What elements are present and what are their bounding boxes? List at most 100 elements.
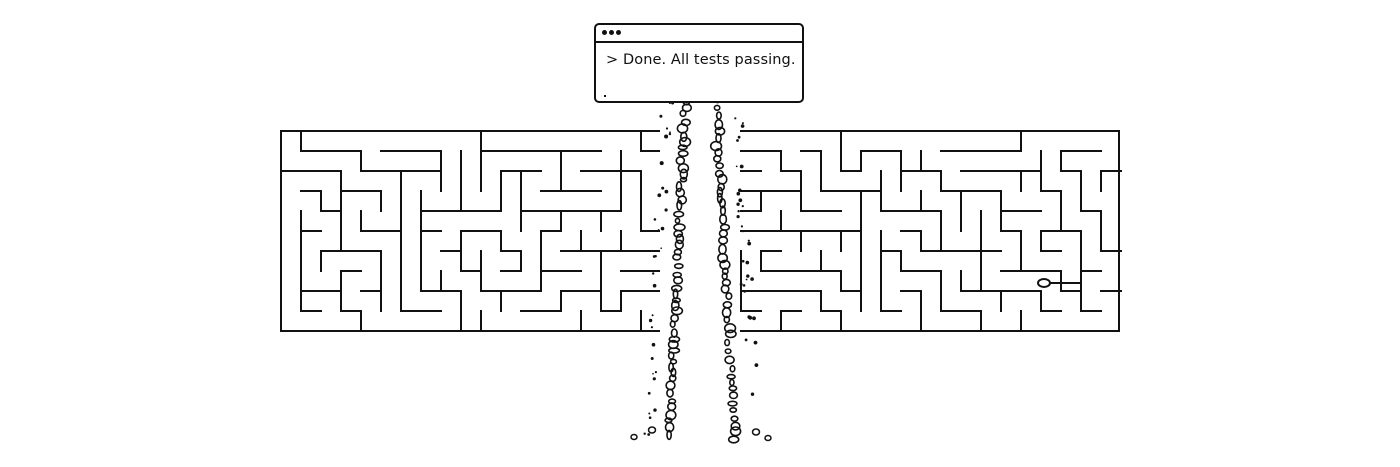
rubble-stone [714,118,724,131]
rubble-stone [675,233,685,245]
debris-fragment [750,277,754,281]
rubble-stone [719,259,731,270]
rubble-stone [670,306,684,316]
window-dots-icon [609,30,614,35]
debris-fragment [746,274,750,278]
rubble-stone [717,182,726,192]
rubble-stone [679,176,688,183]
rubble-pebble [764,434,772,442]
debris-fragment [652,372,654,375]
rubble-stone [726,373,736,380]
rubble-stone [678,136,692,148]
debris-fragment [739,164,744,169]
debris-fragment [664,208,668,212]
rubble-stone [723,323,737,334]
maze-goal-marker [1037,278,1051,288]
debris-fragment [741,205,744,208]
rubble-stone [717,252,729,264]
rubble-stone [716,186,724,198]
debris-fragment [745,260,750,265]
rubble-stone [674,217,681,225]
debris-fragment [664,189,669,194]
debris-fragment [657,229,660,232]
debris-fragment [664,134,669,139]
debris-fragment [738,188,742,193]
rubble-pebble [751,428,761,436]
rubble-stone [724,355,735,365]
rubble-stone [728,385,738,392]
rubble-stone [729,378,735,387]
debris-fragment [653,408,657,412]
debris-fragment [652,377,656,381]
rubble-stone [665,409,677,421]
debris-fragment [669,131,671,134]
debris-fragment [741,230,744,233]
terminal-window: > Done. All tests passing. [594,23,804,103]
debris-fragment [739,282,743,286]
debris-fragment [660,247,662,249]
debris-fragment [652,272,655,275]
rubble-stone [671,297,682,304]
debris-fragment [734,117,737,120]
debris-fragment [736,191,741,196]
debris-fragment [653,218,657,221]
rubble-stone [721,267,729,276]
debris-fragment [736,139,739,142]
debris-fragment [753,340,758,345]
rubble-stone [730,415,739,423]
debris-fragment [651,342,656,347]
rubble-stone [718,198,726,209]
rubble-stone [681,103,693,113]
debris-fragment [647,391,651,395]
rubble-stone [666,388,674,398]
debris-fragment [668,132,672,136]
rubble-stone [728,391,739,400]
rubble-stone [673,229,684,238]
debris-fragment [659,114,663,118]
debris-fragment [742,284,746,287]
rubble-stone [677,144,688,151]
debris-fragment [651,314,654,317]
rubble-stone [727,435,740,444]
debris-fragment [741,122,744,125]
debris-fragment [750,392,755,396]
debris-fragment [740,225,744,228]
debris-fragment [747,241,752,246]
rubble-wall-right [709,96,742,444]
debris-fragment [735,165,738,168]
rubble-wall-left [664,94,693,441]
rubble-stone [672,253,682,261]
rubble-stone [715,162,724,170]
rubble-pebble [647,426,657,434]
rubble-stone [729,406,738,413]
debris-fragment [736,215,740,219]
rubble-stone [723,315,731,324]
debris-fragment [737,210,740,213]
debris-fragment [650,326,654,329]
debris-fragment [643,432,646,435]
rubble-stone [670,299,680,312]
debris-fragment [657,193,662,198]
debris-fragment [747,315,751,319]
rubble-stone [665,380,676,391]
rubble-pebble [630,433,638,441]
terminal-output: > Done. All tests passing. [606,52,796,68]
debris-fragment [738,198,743,203]
debris-fragment [650,357,654,360]
rubble-stone [669,320,676,329]
rubble-stone [720,284,730,294]
debris-fragment [661,186,665,190]
rubble-stone [729,364,736,373]
debris-fragment [754,363,759,367]
debris-fragment [665,127,669,130]
debris [630,96,772,442]
debris-fragment [743,290,746,293]
rubble-stone [679,168,689,180]
rubble-stone [677,149,689,158]
debris-fragment [740,124,745,128]
rubble-stone [725,292,733,301]
rubble-stone [667,351,675,360]
debris-fragment [737,135,741,139]
rubble-stone [675,181,683,193]
